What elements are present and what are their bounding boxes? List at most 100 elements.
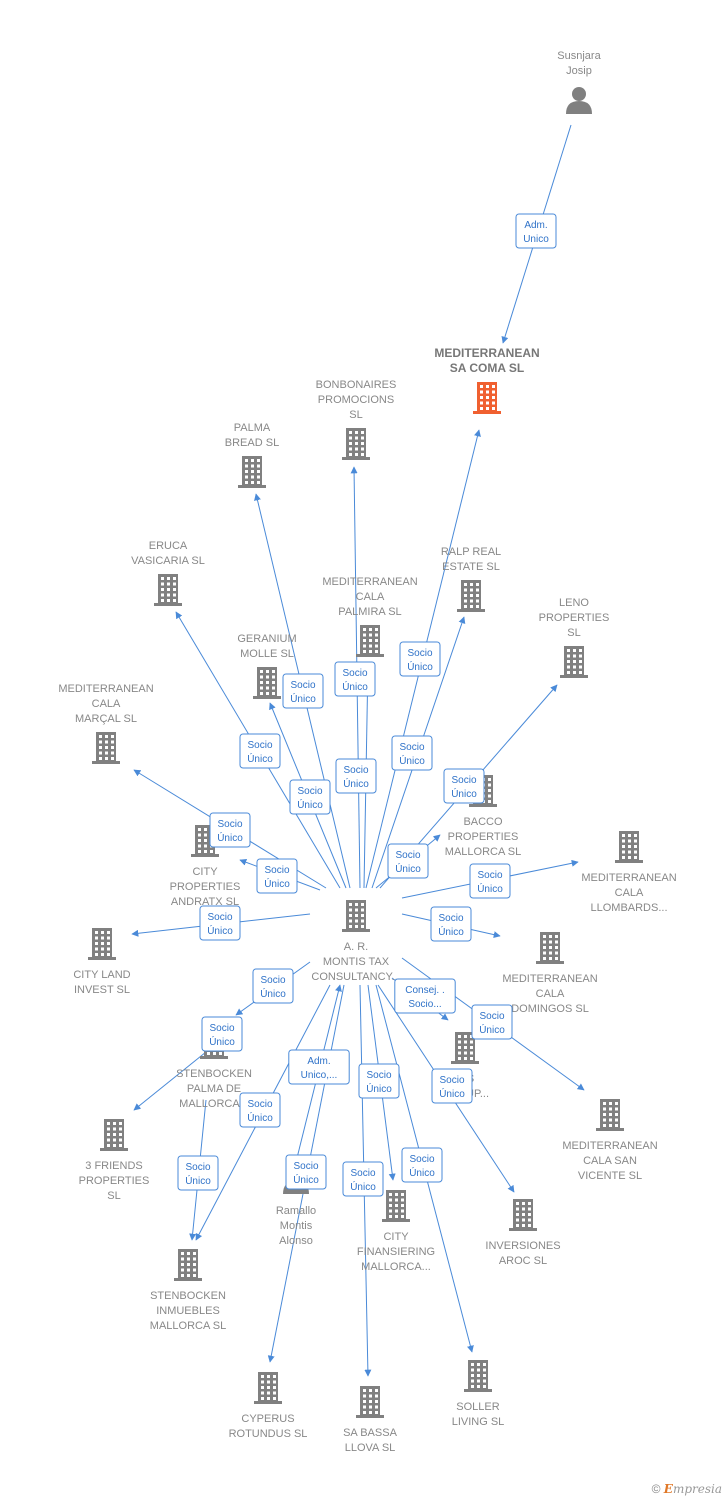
- building-icon: [615, 831, 643, 863]
- node-label-line: MALLORCA SL: [150, 1320, 226, 1332]
- badge-box: [239, 733, 281, 769]
- badge-box: [252, 968, 294, 1004]
- node-label-line: RALP REAL: [441, 546, 501, 558]
- building-icon: [473, 382, 501, 414]
- node-label-line: LENO: [559, 597, 589, 609]
- relation-badge[interactable]: Consej. .Socio...: [394, 978, 456, 1014]
- badge-text-line: Único: [247, 1111, 273, 1124]
- relation-badge[interactable]: Adm.Unico: [515, 213, 557, 249]
- badge-box: [239, 1092, 281, 1128]
- node-label-line: CITY: [192, 866, 218, 878]
- badge-box: [209, 812, 251, 848]
- node-city_fin[interactable]: CITYFINANSIERINGMALLORCA...: [357, 1190, 435, 1273]
- node-label-line: MEDITERRANEAN: [58, 683, 153, 695]
- badge-text-line: Consej. .: [405, 985, 444, 996]
- node-leno[interactable]: LENO PROPERTIES SL: [539, 597, 610, 678]
- badge-text-line: Socio: [247, 1099, 272, 1110]
- node-label-line: MONTIS TAX: [323, 956, 390, 968]
- building-icon: [560, 646, 588, 678]
- building-icon: [596, 1099, 624, 1131]
- node-label-line: VICENTE SL: [578, 1170, 642, 1182]
- badge-text-line: Único: [438, 925, 464, 938]
- building-icon: [356, 625, 384, 657]
- badge-text-line: Único: [297, 798, 323, 811]
- node-label-line: PROPERTIES: [170, 881, 241, 893]
- badge-text-line: Socio: [185, 1162, 210, 1173]
- relation-badge[interactable]: Adm.Unico,...: [288, 1049, 350, 1085]
- badge-box: [177, 1155, 219, 1191]
- node-label-line: SL: [567, 627, 580, 639]
- node-label-line: CONSULTANCY...: [311, 971, 400, 983]
- node-label-line: BACCO: [463, 816, 503, 828]
- node-label-line: PROPERTIES: [448, 831, 519, 843]
- brand-initial: E: [663, 1482, 673, 1496]
- node-label-line: 3 FRIENDS: [85, 1160, 142, 1172]
- node-ar_montis[interactable]: A. R.MONTIS TAXCONSULTANCY...: [311, 900, 401, 983]
- badge-box: [342, 1161, 384, 1197]
- node-label-line: INVERSIONES: [485, 1240, 560, 1252]
- node-label-line: PALMA: [234, 422, 271, 434]
- node-label-line: Montis: [280, 1220, 313, 1232]
- badge-text-line: Único: [477, 882, 503, 895]
- node-label-line: Ramallo: [276, 1205, 316, 1217]
- badge-text-line: Socio: [409, 1154, 434, 1165]
- node-label-line: MARÇAL SL: [75, 713, 137, 725]
- badge-box: [399, 641, 441, 677]
- node-label-line: LLOVA SL: [345, 1442, 396, 1454]
- badge-text-line: Único: [185, 1174, 211, 1187]
- badges-layer: Adm.UnicoSocioÚnicoSocioÚnicoSocioÚnicoS…: [177, 213, 557, 1197]
- badge-text-line: Socio: [343, 765, 368, 776]
- node-label-line: CALA: [536, 988, 565, 1000]
- badge-box: [199, 905, 241, 941]
- node-label-line: PROPERTIES: [539, 612, 610, 624]
- node-label-line: LIVING SL: [452, 1416, 505, 1428]
- node-label-line: CALA: [615, 887, 644, 899]
- badge-text-line: Único: [264, 877, 290, 890]
- node-med_llombards[interactable]: MEDITERRANEANCALALLOMBARDS...: [581, 831, 677, 914]
